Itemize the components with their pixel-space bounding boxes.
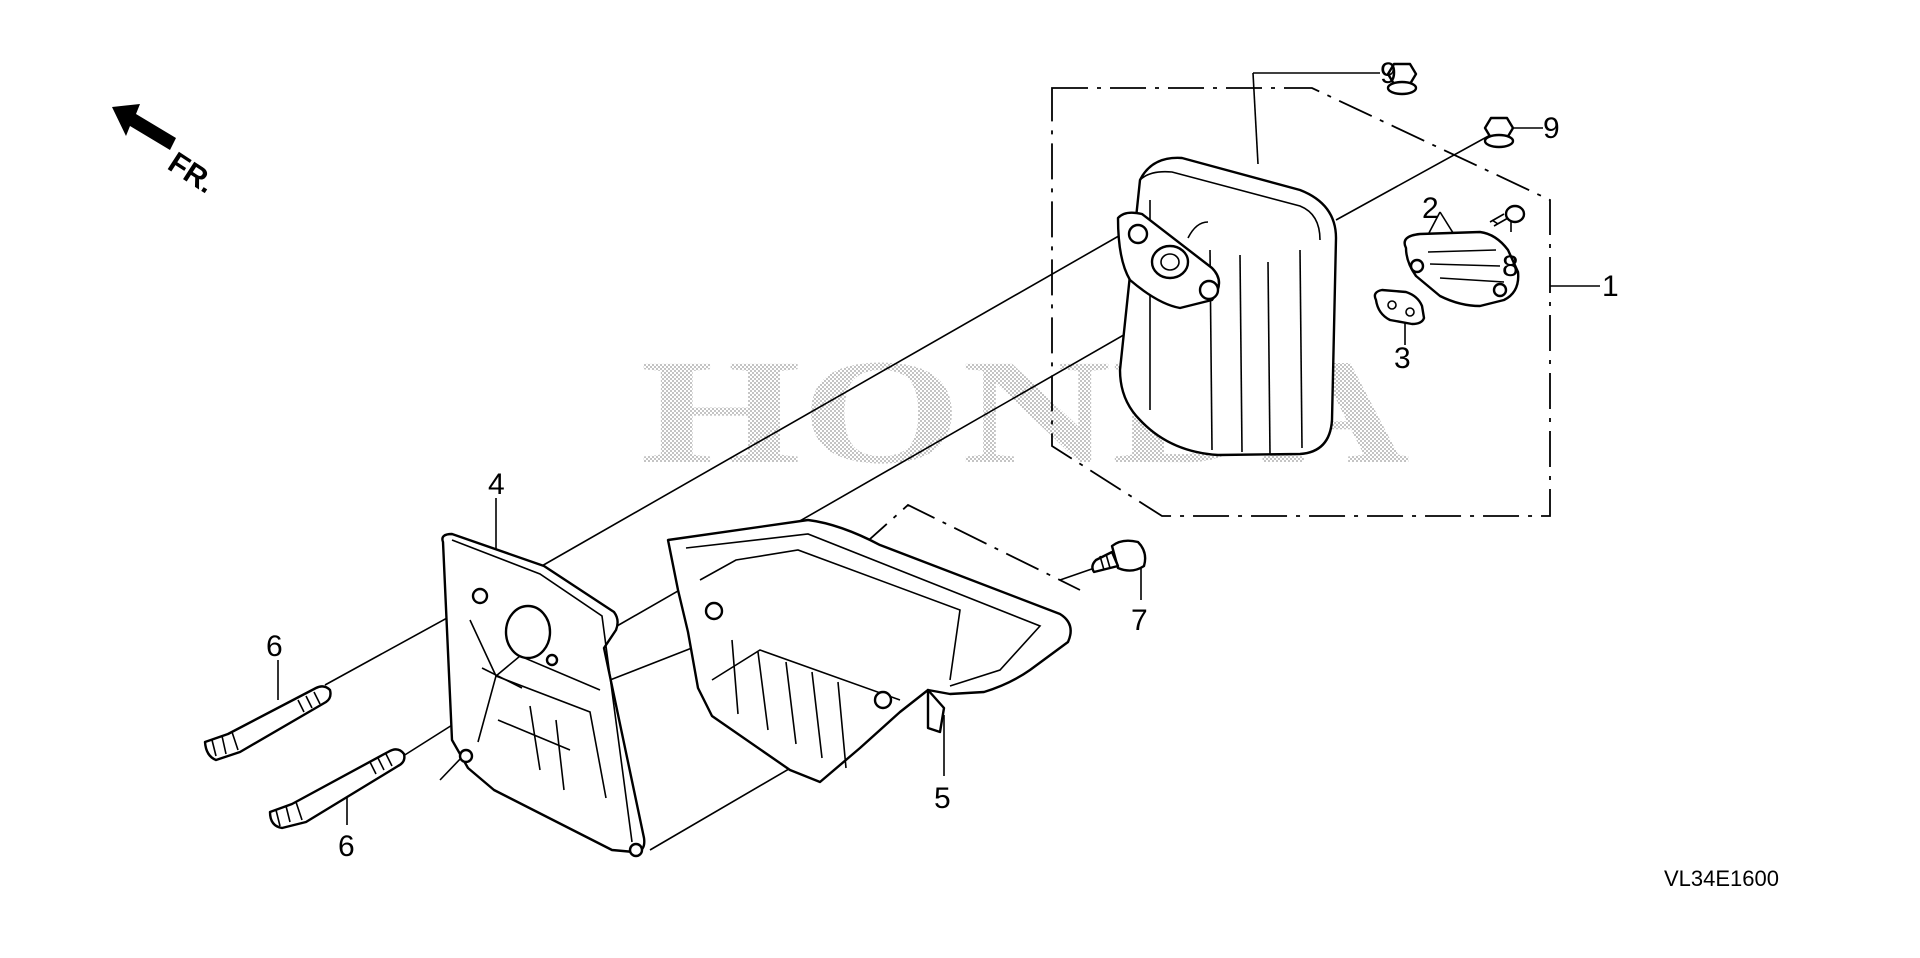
callout-6-upper: 6 bbox=[266, 630, 283, 663]
tapping-screw bbox=[1489, 204, 1526, 227]
callout-5: 5 bbox=[934, 782, 951, 815]
callout-9-top: 9 bbox=[1380, 57, 1397, 90]
front-direction-arrow-icon bbox=[112, 104, 176, 150]
gasket bbox=[1373, 288, 1426, 326]
heat-shield-boundary bbox=[859, 503, 1081, 591]
callout-2: 2 bbox=[1422, 192, 1439, 225]
stud-bolt-upper bbox=[203, 685, 332, 762]
diagram-code: VL34E1600 bbox=[1664, 866, 1779, 891]
flange-nut-top bbox=[1386, 62, 1418, 96]
flange-nut-right bbox=[1483, 116, 1515, 149]
callout-9-right: 9 bbox=[1543, 112, 1560, 145]
spark-arrester-plate bbox=[1403, 230, 1520, 308]
callout-7: 7 bbox=[1131, 604, 1148, 637]
muffler-assembly-boundary bbox=[1051, 87, 1551, 517]
muffler-protector-plate bbox=[441, 532, 646, 858]
callout-6-lower: 6 bbox=[338, 830, 355, 863]
stud-bolt-lower bbox=[268, 748, 406, 830]
flange-bolt bbox=[1091, 539, 1147, 574]
callout-8: 8 bbox=[1502, 250, 1519, 283]
callout-1: 1 bbox=[1602, 270, 1619, 303]
callout-4: 4 bbox=[488, 468, 505, 501]
muffler-body bbox=[1116, 156, 1338, 457]
exhaust-deflector bbox=[666, 518, 1072, 784]
callout-3: 3 bbox=[1394, 342, 1411, 375]
front-direction-label: FR. bbox=[162, 146, 221, 200]
